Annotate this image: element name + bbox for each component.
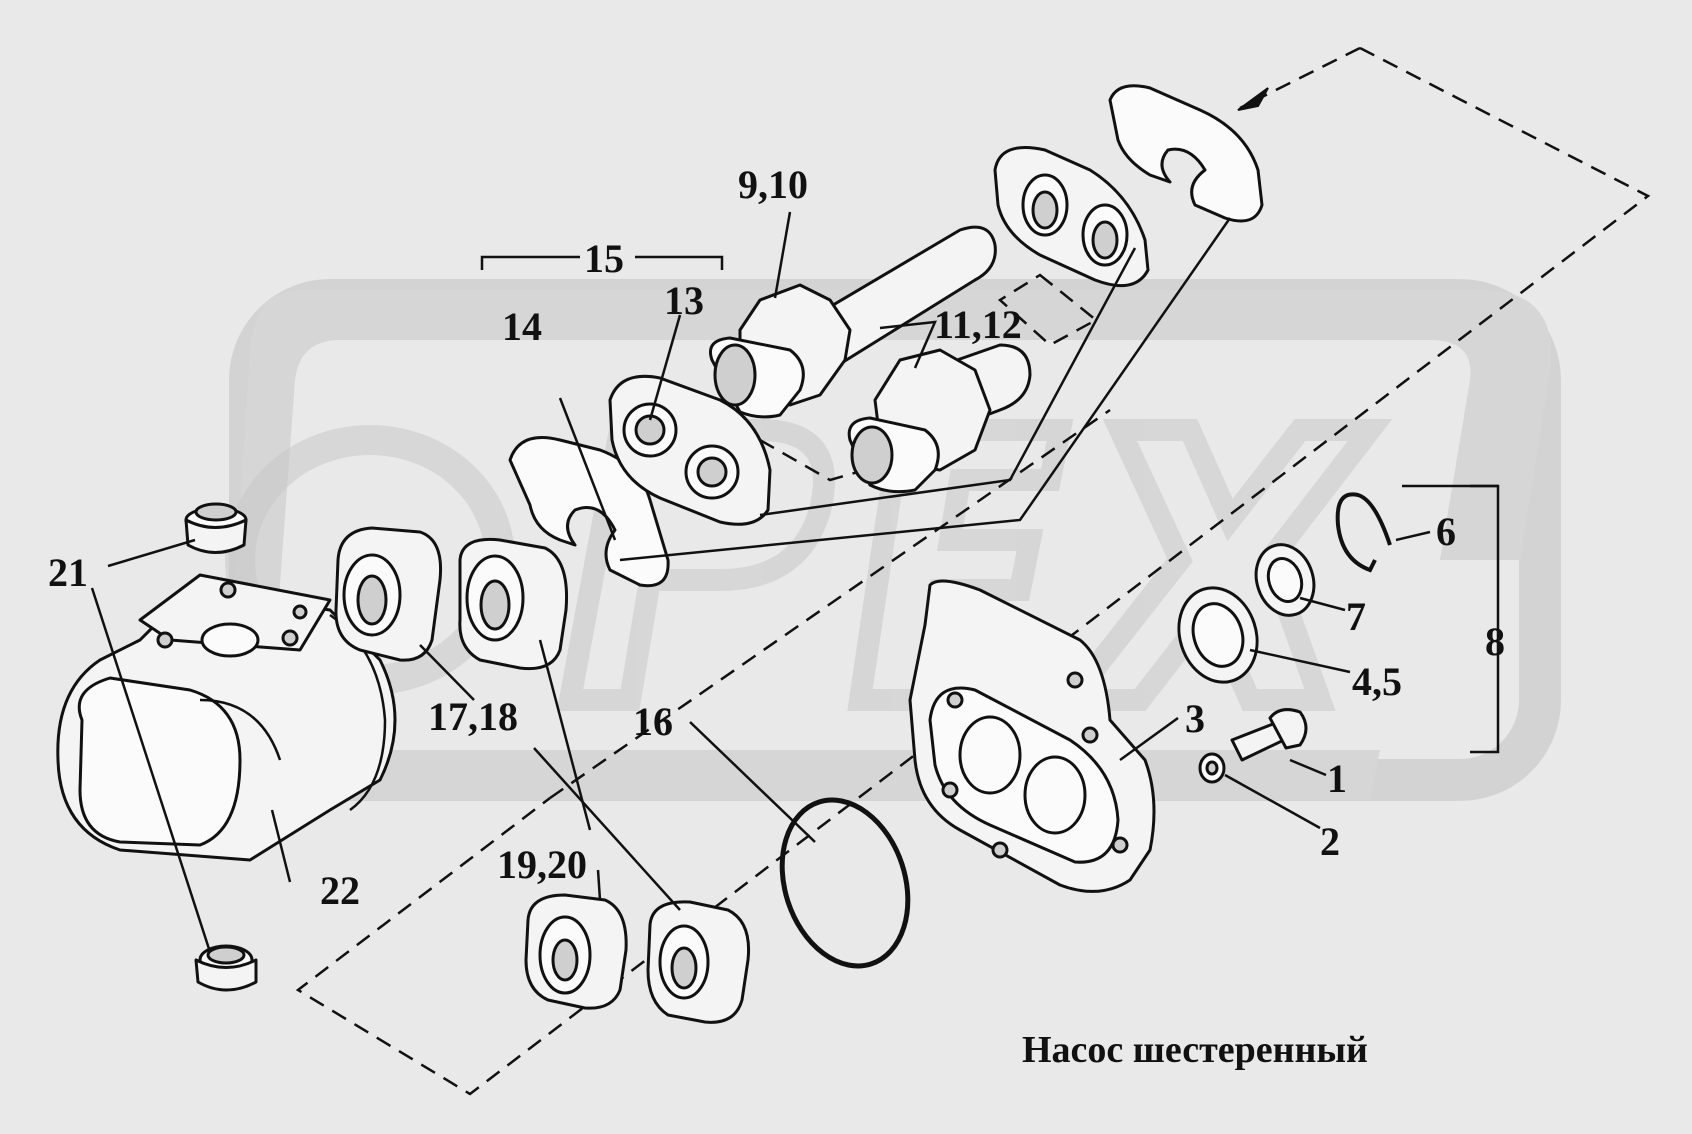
label-3: 3: [1185, 696, 1205, 741]
label-19-20: 19,20: [497, 842, 587, 887]
drive-gear-shaft: [709, 225, 997, 419]
label-7: 7: [1346, 594, 1366, 639]
label-15: 15: [584, 236, 624, 281]
washer-2: [1198, 752, 1226, 784]
bushing-19-20-b: [646, 900, 751, 1024]
label-21: 21: [48, 550, 88, 595]
oil-seal-4-5: [1177, 586, 1259, 684]
back-bearing-plate: [993, 146, 1150, 288]
plug-lower: [194, 944, 258, 992]
label-2: 2: [1320, 819, 1340, 864]
leader-lines: [90, 211, 1500, 953]
part-labels: 1 2 3 4,5 6 7 8 9,10 11,12 13 14 15 16 1…: [48, 162, 1505, 913]
label-11-12: 11,12: [934, 302, 1022, 347]
diagram-caption: Насос шестеренный: [1022, 1029, 1368, 1071]
o-ring-16: [779, 797, 911, 969]
washer-7: [1254, 543, 1316, 617]
arrow-head: [1237, 87, 1269, 111]
pump-housing: [56, 573, 397, 862]
back-gasket: [1108, 84, 1264, 223]
pump-cover-3: [908, 579, 1156, 893]
retaining-ring-6: [1335, 492, 1392, 573]
label-1: 1: [1327, 756, 1347, 801]
label-17-18: 17,18: [428, 694, 518, 739]
label-6: 6: [1436, 509, 1456, 554]
label-14: 14: [502, 304, 542, 349]
label-9-10: 9,10: [738, 162, 808, 207]
driven-gear-shaft: [847, 343, 1032, 494]
label-4-5: 4,5: [1352, 659, 1402, 704]
bushing-17-18-a: [334, 526, 443, 662]
bolt-1: [1230, 708, 1308, 762]
label-13: 13: [664, 278, 704, 323]
label-16: 16: [633, 699, 673, 744]
label-8: 8: [1485, 619, 1505, 664]
bushing-19-20-a: [524, 893, 628, 1010]
plug-upper: [184, 502, 248, 554]
bushing-17-18-b: [458, 537, 569, 671]
bearing-plate-13: [608, 374, 772, 526]
label-22: 22: [320, 868, 360, 913]
